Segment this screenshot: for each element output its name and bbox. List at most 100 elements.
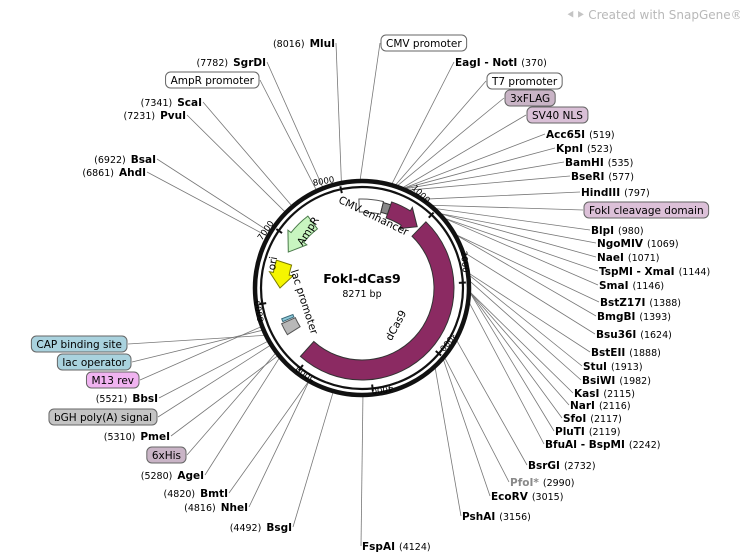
leader-line <box>463 251 596 335</box>
leader-line <box>469 291 570 406</box>
feature-label-text: FokI cleavage domain <box>589 205 704 217</box>
leader-line <box>435 208 591 231</box>
enzyme-label-bamhi[interactable]: BamHI(535) <box>565 157 633 169</box>
enzyme-label-pluti[interactable]: PluTI(2119) <box>555 426 620 438</box>
enzyme-label-bsiwi[interactable]: BsiWI(1982) <box>582 375 651 387</box>
enzyme-label-stui[interactable]: StuI(1913) <box>583 361 643 373</box>
enzyme-label-hindiii[interactable]: HindIII(797) <box>581 187 650 199</box>
backbone-tick-mark <box>428 211 435 219</box>
enzyme-label-bseri[interactable]: BseRI(577) <box>571 171 634 183</box>
enzyme-label-agei[interactable]: (5280)AgeI <box>141 470 204 482</box>
backbone-tick-mark <box>371 384 374 392</box>
enzyme-label-acc65i[interactable]: Acc65I(519) <box>546 129 615 141</box>
enzyme-label-text: Acc65I(519) <box>546 129 615 141</box>
enzyme-label-text: PfoI*(2990) <box>510 477 574 489</box>
enzyme-label-pvui[interactable]: (7231)PvuI <box>123 110 186 122</box>
enzyme-label-bsrgi[interactable]: BsrGI(2732) <box>528 460 596 472</box>
backbone-tick-mark <box>275 228 283 234</box>
enzyme-label-fspai[interactable]: FspAI(4124) <box>362 541 431 553</box>
feature-label-box <box>526 106 589 124</box>
feature-label-box <box>165 71 260 89</box>
backbone-tick-mark <box>435 350 442 357</box>
enzyme-label-pshai[interactable]: PshAI(3156) <box>462 511 531 523</box>
leader-line <box>403 133 546 189</box>
leader-line <box>455 234 600 303</box>
enzyme-label-text: PluTI(2119) <box>555 426 620 438</box>
enzyme-label-text: (5280)AgeI <box>141 470 204 482</box>
feature-label-bgh-poly-a-signal[interactable]: bGH poly(A) signal <box>48 408 158 426</box>
feature-label-sv40-nls[interactable]: SV40 NLS <box>526 106 589 124</box>
enzyme-label-ecorv[interactable]: EcoRV(3015) <box>491 491 563 503</box>
enzyme-label-blpi[interactable]: BlpI(980) <box>591 225 644 237</box>
feature-label-foki-cleavage-domain[interactable]: FokI cleavage domain <box>583 201 710 219</box>
leader-line <box>456 339 528 466</box>
enzyme-label-scai[interactable]: (7341)ScaI <box>141 97 202 109</box>
feature-label-t7-promoter[interactable]: T7 promoter <box>486 72 563 90</box>
feature-label-6xhis[interactable]: 6xHis <box>146 446 187 464</box>
enzyme-label-smai[interactable]: SmaI(1146) <box>599 280 664 292</box>
feature-label-m13-rev[interactable]: M13 rev <box>85 371 140 389</box>
enzyme-label-kpni[interactable]: KpnI(523) <box>556 143 613 155</box>
enzyme-label-text: SmaI(1146) <box>599 280 664 292</box>
enzyme-label-text: (7231)PvuI <box>123 110 186 122</box>
leader-line <box>434 367 462 517</box>
leader-line <box>444 217 599 272</box>
feature-label-ampr-promoter[interactable]: AmpR promoter <box>165 71 260 89</box>
enzyme-label-bsteii[interactable]: BstEII(1888) <box>591 347 661 359</box>
enzyme-label-bfuai-bspmi[interactable]: BfuAI - BspMI(2242) <box>545 439 660 451</box>
feature-label-cap-binding-site[interactable]: CAP binding site <box>30 335 128 353</box>
enzyme-label-bsai[interactable]: (6922)BsaI <box>94 154 156 166</box>
enzyme-label-text: BfuAI - BspMI(2242) <box>545 439 660 451</box>
enzyme-label-tspmi-xmai[interactable]: TspMI - XmaI(1144) <box>599 266 710 278</box>
leader-line <box>360 395 364 547</box>
dcas9-n-terminal-arrow <box>385 201 418 230</box>
enzyme-label-bmgbi[interactable]: BmgBI(1393) <box>597 311 671 323</box>
t7-promoter-block <box>380 202 392 215</box>
leader-line <box>259 79 317 191</box>
snapgene-logo-icon: ⯇⯈ <box>566 8 586 22</box>
feature-label-text: CAP binding site <box>36 339 122 351</box>
enzyme-label-naei[interactable]: NaeI(1071) <box>597 252 660 264</box>
enzyme-label-bbsi[interactable]: (5521)BbsI <box>96 393 158 405</box>
watermark-text: Created with SnapGene® <box>588 8 740 22</box>
leader-line <box>404 161 565 190</box>
enzyme-label-ngomiv[interactable]: NgoMIV(1069) <box>597 238 679 250</box>
enzyme-label-text: (7341)ScaI <box>141 97 202 109</box>
enzyme-label-bstz17i[interactable]: BstZ17I(1388) <box>600 297 681 309</box>
enzyme-label-bsgi[interactable]: (4492)BsgI <box>230 522 292 534</box>
enzyme-label-ahdi[interactable]: (6861)AhdI <box>82 167 146 179</box>
enzyme-label-mlui[interactable]: (8016)MluI <box>273 38 335 50</box>
enzyme-label-nari[interactable]: NarI(2116) <box>570 400 631 412</box>
leader-line <box>157 344 271 418</box>
enzyme-label-text: Bsu36I(1624) <box>596 329 672 341</box>
feature-label-text: bGH poly(A) signal <box>54 412 152 424</box>
feature-label-text: 3xFLAG <box>510 93 550 105</box>
enzyme-label-text: SfoI(2117) <box>563 413 622 425</box>
ori-label: ori <box>266 256 280 272</box>
feature-label-3xflag[interactable]: 3xFLAG <box>504 89 556 107</box>
feature-label-text: lac operator <box>62 357 126 369</box>
enzyme-label-eagi-noti[interactable]: EagI - NotI(370) <box>455 57 547 69</box>
enzyme-label-pfoi[interactable]: PfoI*(2990) <box>510 477 574 489</box>
backbone-tick-mark <box>339 186 343 194</box>
backbone-tick-mark <box>297 364 304 372</box>
enzyme-label-text: BsrGI(2732) <box>528 460 596 472</box>
feature-label-box <box>583 201 710 219</box>
feature-label-lac-operator[interactable]: lac operator <box>56 353 132 371</box>
enzyme-label-pmei[interactable]: (5310)PmeI <box>104 431 170 443</box>
lac-promoter-block <box>280 317 301 336</box>
enzyme-label-text: BsiWI(1982) <box>582 375 651 387</box>
enzyme-label-sgrdi[interactable]: (7782)SgrDI <box>197 57 266 69</box>
enzyme-label-bmti[interactable]: (4820)BmtI <box>164 488 228 500</box>
enzyme-label-nhei[interactable]: (4816)NheI <box>184 502 248 514</box>
enzyme-label-bsu36i[interactable]: Bsu36I(1624) <box>596 329 672 341</box>
feature-label-box <box>85 371 140 389</box>
enzyme-label-kasi[interactable]: KasI(2115) <box>574 388 635 400</box>
feature-label-cmv-promoter[interactable]: CMV promoter <box>380 34 468 52</box>
feature-label-text: M13 rev <box>91 375 134 387</box>
leader-line <box>204 357 280 476</box>
leader-line <box>228 381 309 494</box>
enzyme-label-sfoi[interactable]: SfoI(2117) <box>563 413 622 425</box>
